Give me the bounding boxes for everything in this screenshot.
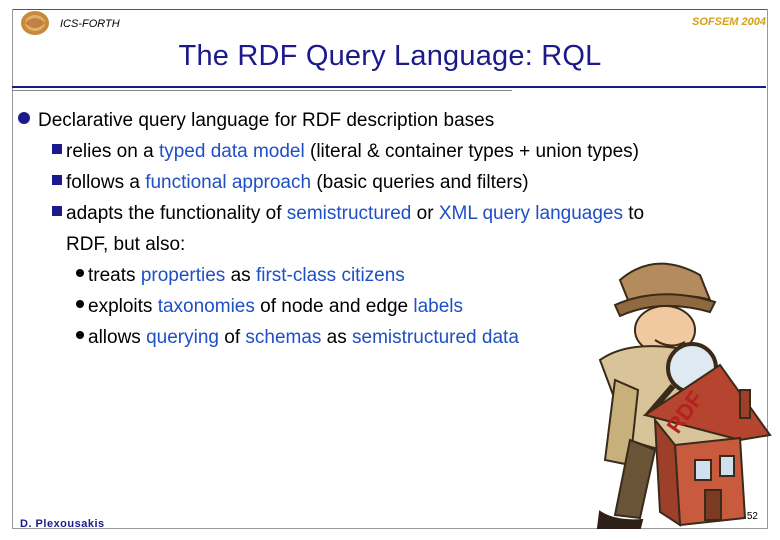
bullet-level1: Declarative query language for RDF descr…	[18, 105, 494, 136]
bottom-border	[12, 528, 768, 529]
highlighted-term: semistructured data	[352, 327, 519, 348]
bullet-level2: follows a functional approach (basic que…	[52, 167, 529, 198]
org-name: ICS-FORTH	[60, 18, 120, 30]
text-segment: (literal & container types + union types…	[304, 141, 639, 162]
conference-name: SOFSEM 2004	[692, 16, 766, 28]
title-underline	[12, 86, 766, 88]
highlighted-term: taxonomies	[157, 296, 255, 317]
text-segment: treats	[88, 265, 141, 286]
detective-magnifier-house-icon: RDF	[596, 262, 772, 529]
highlighted-term: first-class citizens	[255, 265, 405, 286]
title-accent-line	[12, 90, 512, 91]
text-segment: exploits	[88, 296, 158, 317]
dot-bullet-icon	[76, 300, 84, 308]
text-segment: of	[218, 327, 246, 348]
highlighted-term: typed data model	[158, 141, 305, 162]
text-segment: to	[622, 203, 645, 224]
page-number: 52	[746, 511, 758, 522]
text-segment: relies on a	[66, 141, 159, 162]
highlighted-term: querying	[146, 327, 219, 348]
square-bullet-icon	[52, 144, 62, 154]
text-segment: as	[321, 327, 353, 348]
slide-title: The RDF Query Language: RQL	[178, 40, 602, 72]
highlighted-term: semistructured	[286, 203, 412, 224]
dot-bullet-icon	[76, 331, 84, 339]
top-border	[12, 9, 768, 10]
bullet-level3: exploits taxonomies of node and edge lab…	[76, 291, 463, 322]
highlighted-term: XML query languages	[438, 203, 623, 224]
bullet-level2: relies on a typed data model (literal & …	[52, 136, 639, 167]
text-segment: allows	[88, 327, 147, 348]
dot-bullet-icon	[76, 269, 84, 277]
text-segment: of node and edge	[254, 296, 414, 317]
highlighted-term: functional approach	[145, 172, 312, 193]
highlighted-term: labels	[413, 296, 464, 317]
bullet-level3: treats properties as first-class citizen…	[76, 260, 405, 291]
forth-logo-icon	[21, 11, 49, 35]
text-segment: as	[225, 265, 256, 286]
text-segment: adapts the functionality of	[66, 203, 287, 224]
bullet-level3: allows querying of schemas as semistruct…	[76, 322, 519, 353]
right-border	[767, 9, 768, 529]
square-bullet-icon	[52, 175, 62, 185]
bullet-continuation: RDF, but also:	[66, 234, 186, 255]
left-border	[12, 9, 13, 529]
square-bullet-icon	[52, 206, 62, 216]
text-segment: or	[411, 203, 439, 224]
bullet-level2: adapts the functionality of semistructur…	[52, 198, 644, 229]
highlighted-term: properties	[140, 265, 226, 286]
author-name: D. Plexousakis	[20, 518, 105, 530]
circle-bullet-icon	[18, 112, 30, 124]
highlighted-term: schemas	[245, 327, 322, 348]
text-segment: follows a	[66, 172, 146, 193]
text-segment: (basic queries and filters)	[311, 172, 529, 193]
